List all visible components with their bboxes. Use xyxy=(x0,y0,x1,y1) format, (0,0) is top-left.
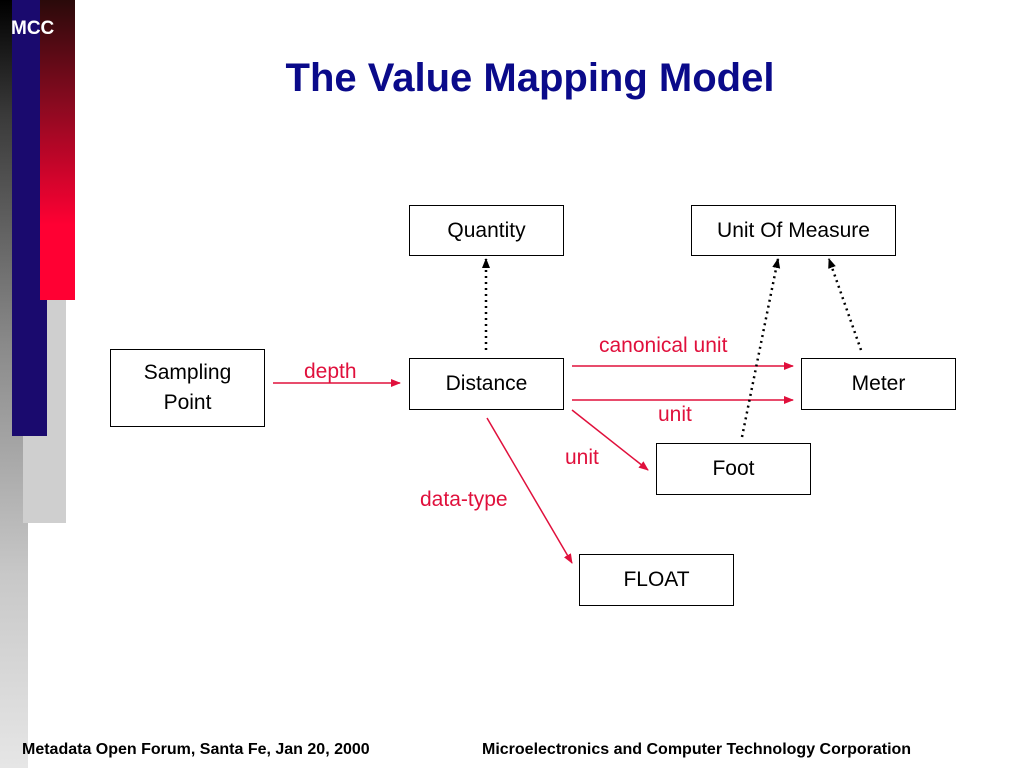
edge-meter-uom-dotted xyxy=(827,258,863,351)
label-data-type: data-type xyxy=(420,488,508,511)
node-float: FLOAT xyxy=(579,554,734,606)
edge-unit-foot-line xyxy=(571,409,649,471)
label-unit-foot: unit xyxy=(565,446,599,469)
footer-left: Metadata Open Forum, Santa Fe, Jan 20, 2… xyxy=(22,741,370,758)
red-accent-bar xyxy=(40,0,75,300)
mcc-logo: MCC xyxy=(11,18,55,39)
node-distance: Distance xyxy=(409,358,564,410)
label-canonical-unit: canonical unit xyxy=(599,334,728,357)
node-unit-of-measure: Unit Of Measure xyxy=(691,205,896,256)
label-unit-meter: unit xyxy=(658,403,692,426)
label-depth: depth xyxy=(304,360,357,383)
edge-data-type-line xyxy=(486,417,573,564)
node-foot: Foot xyxy=(656,443,811,495)
node-quantity: Quantity xyxy=(409,205,564,256)
slide-title: The Value Mapping Model xyxy=(285,56,775,100)
footer-right: Microelectronics and Computer Technology… xyxy=(482,741,912,758)
node-meter: Meter xyxy=(801,358,956,410)
edge-foot-uom-dotted xyxy=(740,258,781,438)
node-sampling-point: Sampling Point xyxy=(110,349,265,427)
